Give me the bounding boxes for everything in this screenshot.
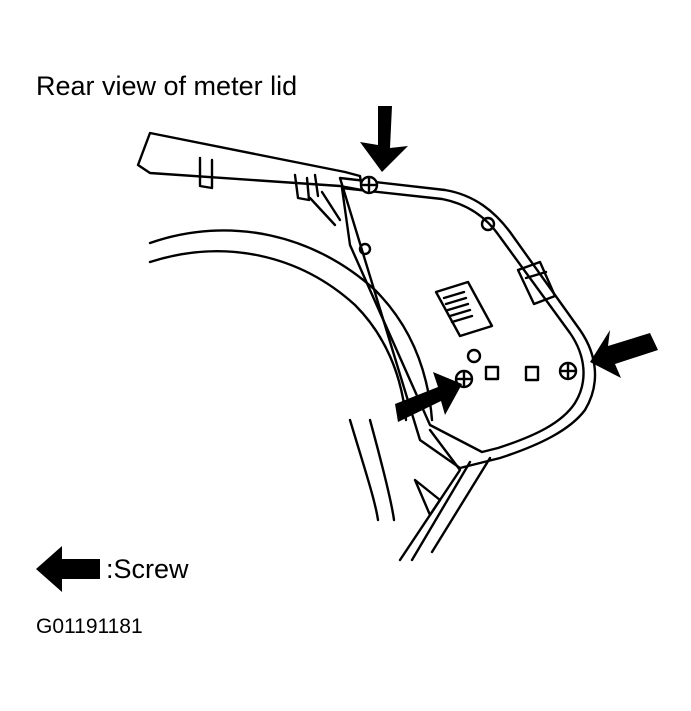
legend-label: :Screw	[106, 554, 189, 584]
screw-arrow-right	[590, 330, 658, 378]
connector	[434, 280, 494, 338]
gauge-lower-arc	[348, 418, 380, 522]
tab	[484, 365, 500, 381]
side-clip	[516, 260, 557, 306]
screw-arrow-center	[395, 372, 462, 422]
hole	[466, 348, 482, 364]
hole	[480, 216, 496, 232]
screw-center	[454, 369, 474, 389]
diagram-title: Rear view of meter lid	[36, 71, 298, 101]
legend: :Screw	[36, 546, 189, 592]
figure-id: G01191181	[36, 615, 143, 638]
screw-top	[359, 175, 379, 195]
arrow-left-icon	[36, 546, 100, 592]
lid-outer-border	[338, 176, 597, 470]
screw-arrow-top	[360, 106, 408, 172]
gauge-outer-ring	[148, 229, 434, 422]
gauge-inner-ring	[148, 250, 408, 422]
tab	[524, 365, 540, 382]
lower-trim	[398, 428, 462, 562]
screw-right	[558, 361, 578, 381]
lid-inner-panel	[340, 186, 585, 454]
visor-strip	[136, 131, 364, 192]
hole	[358, 242, 372, 256]
